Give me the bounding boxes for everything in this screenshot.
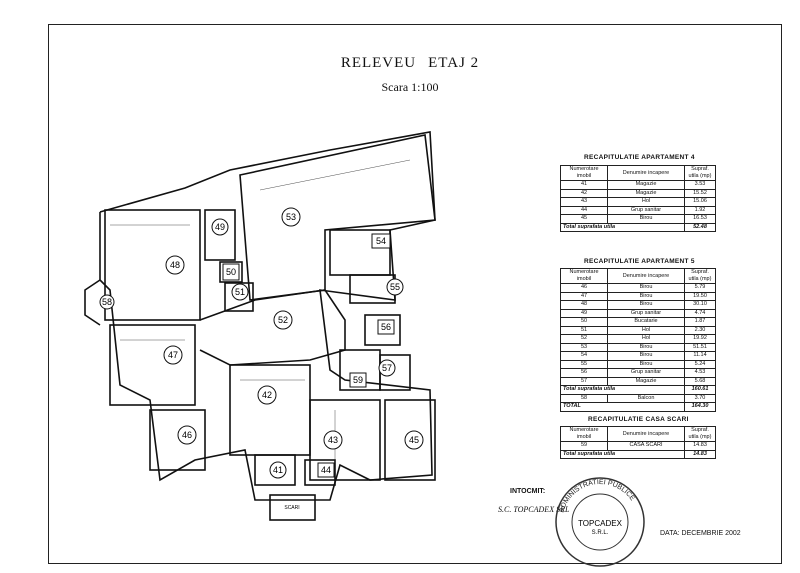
svg-text:43: 43: [328, 435, 338, 445]
room-57: 57: [378, 359, 396, 377]
svg-text:53: 53: [286, 212, 296, 222]
date-label: DATA: DECEMBRIE 2002: [660, 530, 741, 537]
intocmit-label: INTOCMIT:: [510, 488, 546, 495]
th-nr: Numerotare imobil: [560, 165, 608, 181]
svg-text:56: 56: [381, 322, 391, 332]
stairs-label: SCARI: [284, 505, 299, 511]
room-41: 41: [269, 461, 287, 479]
room-42: 42: [257, 385, 277, 405]
room-55: 55: [386, 278, 404, 296]
room-58: 58: [99, 294, 115, 310]
svg-text:44: 44: [321, 465, 331, 475]
room-44: 44: [317, 462, 335, 478]
svg-text:59: 59: [353, 375, 363, 385]
room-49: 49: [211, 218, 229, 236]
ap5-caption: RECAPITULATIE APARTAMENT 5: [584, 258, 695, 265]
ap4-caption: RECAPITULATIE APARTAMENT 4: [584, 154, 695, 161]
svg-text:48: 48: [170, 260, 180, 270]
room-50: 50: [222, 263, 240, 281]
th-sup: Supraf. utila (mp): [684, 165, 716, 181]
room-46: 46: [177, 425, 197, 445]
scale-label: Scara 1:100: [381, 80, 439, 94]
svg-text:52: 52: [278, 315, 288, 325]
svg-text:S.R.L.: S.R.L.: [592, 530, 609, 536]
svg-text:58: 58: [102, 297, 112, 307]
svg-text:49: 49: [215, 222, 225, 232]
room-43: 43: [323, 430, 343, 450]
room-56: 56: [377, 319, 395, 335]
room-45: 45: [404, 430, 424, 450]
room-47: 47: [163, 345, 183, 365]
room-54: 54: [371, 233, 391, 249]
svg-text:47: 47: [168, 350, 178, 360]
th-den: Denumire incapere: [607, 165, 685, 181]
casa-caption: RECAPITULATIE CASA SCARI: [588, 416, 689, 423]
drawing-sheet: [48, 24, 782, 564]
svg-text:55: 55: [390, 282, 400, 292]
room-51: 51: [231, 283, 249, 301]
official-stamp: ADMINISTRATIEI PUBLICE TOPCADEX S.R.L.: [555, 477, 645, 567]
svg-text:41: 41: [273, 465, 283, 475]
room-53: 53: [281, 207, 301, 227]
svg-text:42: 42: [262, 390, 272, 400]
company-name: S.C. TOPCADEX SRL: [498, 505, 570, 514]
svg-text:57: 57: [382, 363, 392, 373]
svg-text:46: 46: [182, 430, 192, 440]
svg-text:50: 50: [226, 267, 236, 277]
svg-text:TOPCADEX: TOPCADEX: [578, 519, 623, 528]
room-48: 48: [165, 255, 185, 275]
room-52: 52: [273, 310, 293, 330]
svg-text:54: 54: [376, 236, 386, 246]
svg-text:51: 51: [235, 287, 245, 297]
room-59: 59: [349, 372, 367, 388]
svg-text:45: 45: [409, 435, 419, 445]
floor-plan: 48 49 50 51 53 54 55 52 56 47 58 42 59 5…: [84, 131, 436, 521]
